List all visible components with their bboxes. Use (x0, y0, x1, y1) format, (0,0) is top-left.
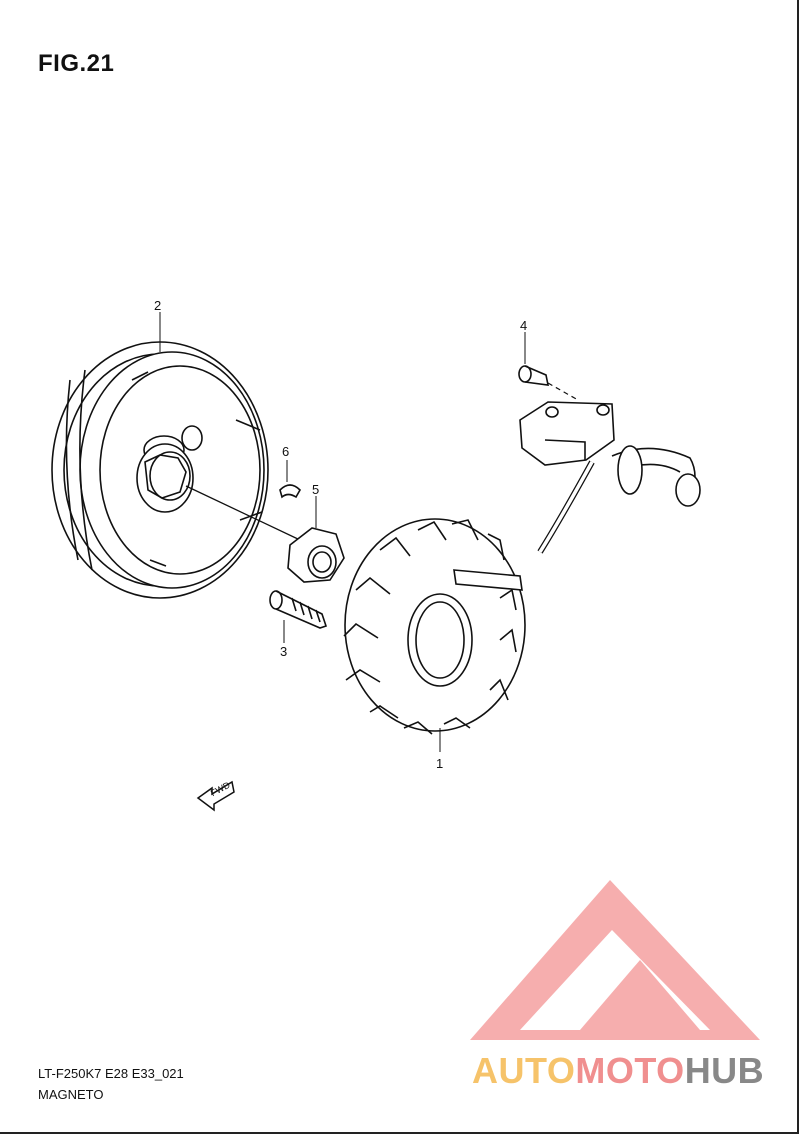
screw[interactable] (518, 365, 550, 386)
bolt[interactable] (269, 590, 328, 629)
footer-section: MAGNETO (38, 1087, 104, 1102)
callout-part-4: 4 (520, 318, 528, 333)
flywheel-nut[interactable] (287, 527, 345, 583)
callout-part-3: 3 (280, 644, 288, 659)
callout-part-2: 2 (154, 298, 162, 313)
watermark-text: AUTOMOTOHUB (472, 1050, 764, 1092)
callout-part-1: 1 (436, 756, 444, 771)
figure-title: FIG.21 (38, 50, 115, 77)
watermark-auto: AUTO (472, 1050, 576, 1091)
watermark-moto: MOTO (575, 1050, 685, 1091)
fwd-arrow (196, 780, 235, 812)
pickup-bracket (519, 401, 701, 554)
footer-model-code: LT-F250K7 E28 E33_021 (38, 1066, 184, 1081)
callout-part-5: 5 (312, 482, 320, 497)
stator-coil[interactable] (343, 518, 526, 735)
watermark-hub: HUB (684, 1050, 765, 1091)
callout-part-6: 6 (282, 444, 290, 459)
automotohub-logo (470, 880, 760, 1040)
flywheel-rotor[interactable] (51, 341, 269, 599)
woodruff-key[interactable] (279, 484, 301, 499)
